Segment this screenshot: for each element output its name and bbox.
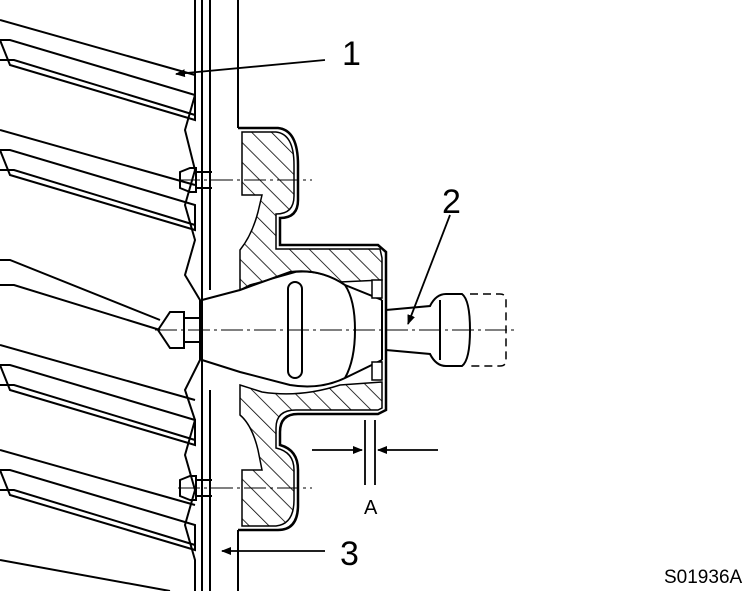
dimension-a bbox=[312, 420, 438, 485]
upper-bolt bbox=[179, 167, 212, 193]
cover-plate bbox=[201, 0, 239, 591]
lower-bolt bbox=[179, 475, 212, 501]
central-bore bbox=[201, 270, 383, 388]
callout-1: 1 bbox=[342, 35, 361, 73]
edge-bosses bbox=[371, 279, 383, 381]
housing-section-upper bbox=[239, 131, 383, 292]
gear-teeth bbox=[0, 19, 196, 591]
dimension-label-a: A bbox=[364, 497, 378, 519]
figure-code: S01936A bbox=[664, 567, 743, 588]
leader-lines bbox=[175, 59, 451, 555]
housing-outline bbox=[238, 126, 388, 532]
callout-3: 3 bbox=[340, 535, 359, 573]
center-lines bbox=[155, 179, 515, 489]
callout-2: 2 bbox=[442, 183, 461, 221]
housing-section-lower bbox=[239, 381, 383, 527]
